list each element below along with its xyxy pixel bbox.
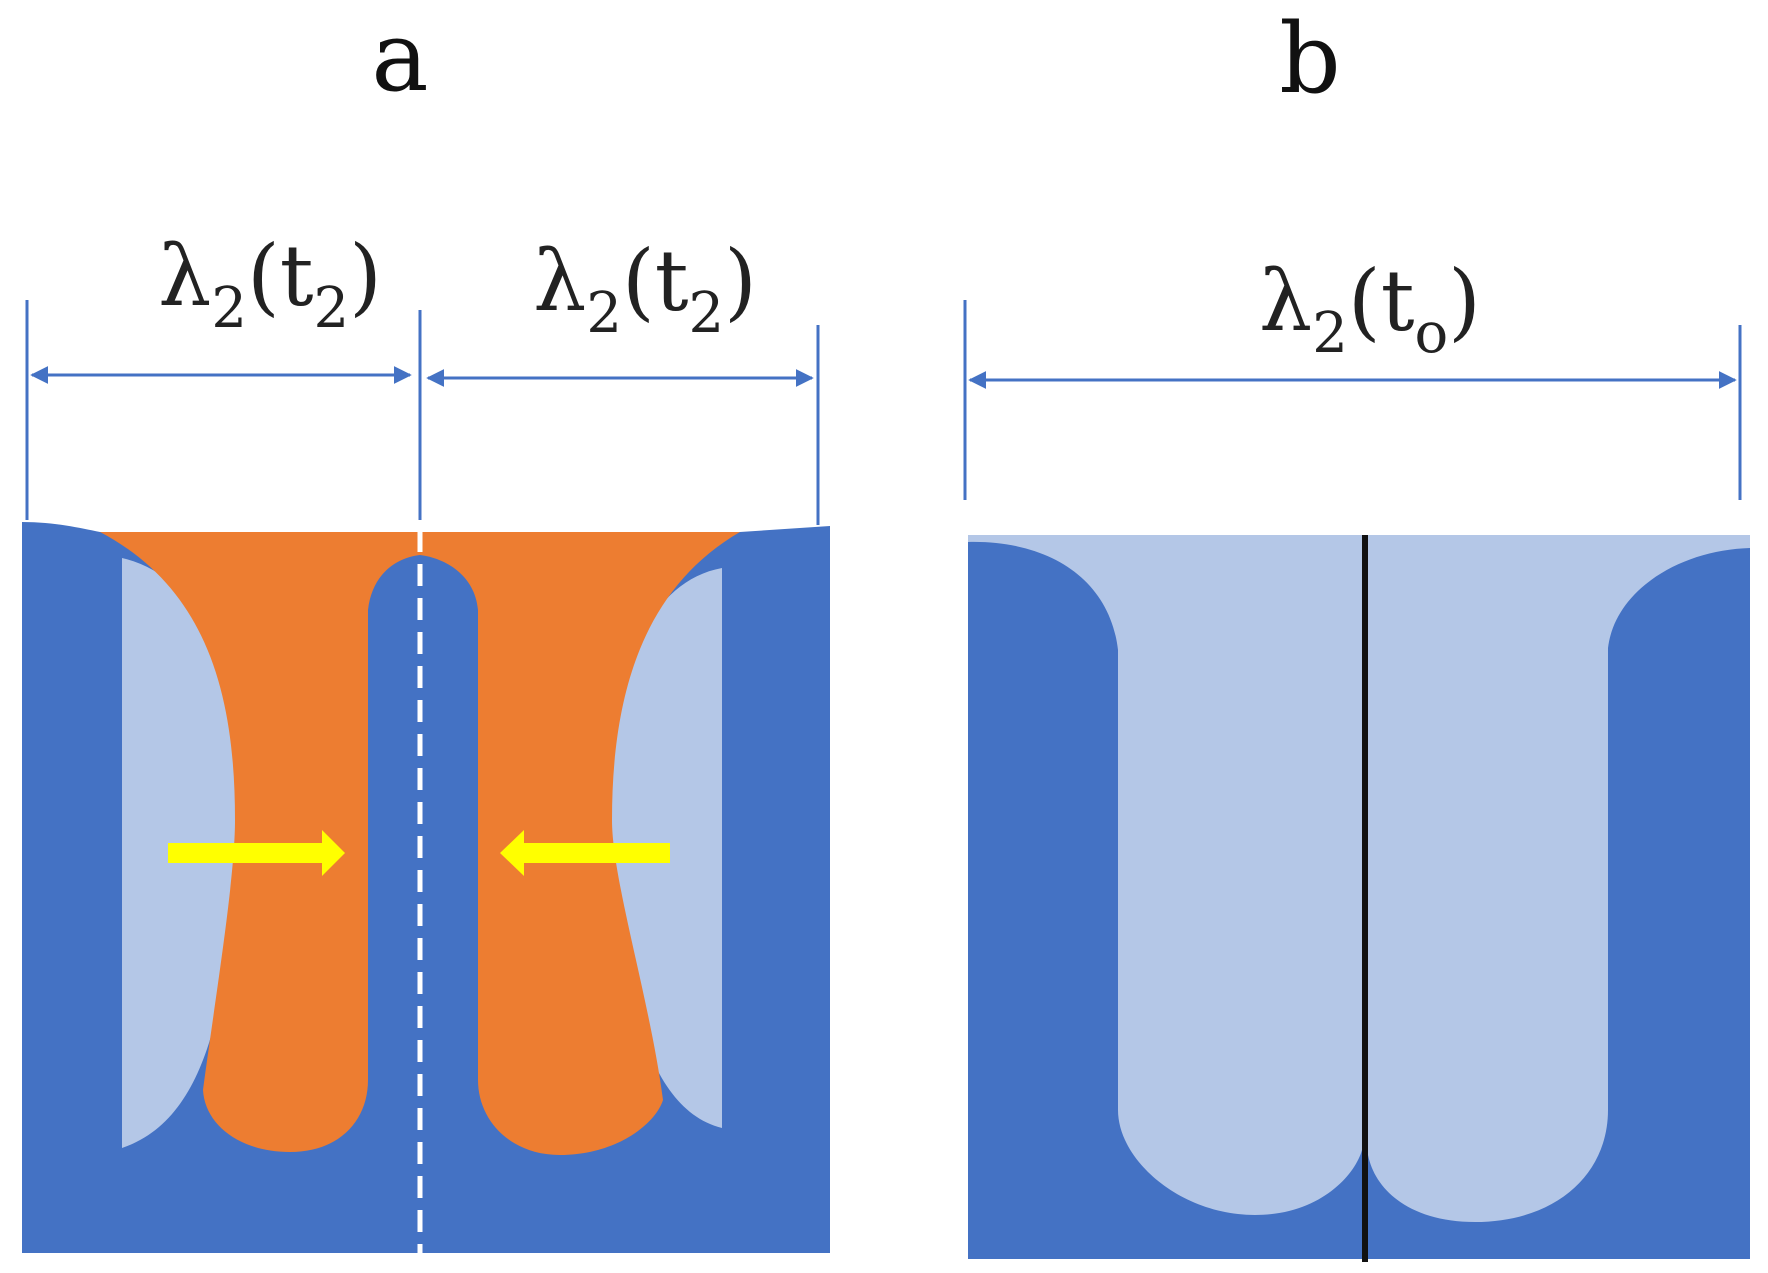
panel-a: a λ2(t2) λ2(t2) [22, 1, 830, 1253]
panel-a-dimension-left-label: λ2(t2) [158, 227, 382, 341]
panel-b-dark-blue-left [968, 541, 1362, 1259]
panel-a-yellow-arrow-right [500, 830, 670, 876]
panel-b: b λ2(to) [960, 3, 1760, 1262]
panel-b-dimension-label: λ2(to) [1259, 252, 1481, 366]
panel-a-dimension-right-label: λ2(t2) [533, 232, 757, 346]
panel-a-letter: a [371, 1, 428, 113]
panel-b-dark-blue-right [1368, 548, 1750, 1259]
panel-b-top-edge [960, 500, 1760, 535]
panel-a-yellow-arrow-left [168, 830, 345, 876]
panel-a-orange-left [100, 532, 420, 1152]
panel-b-letter: b [1279, 3, 1340, 115]
